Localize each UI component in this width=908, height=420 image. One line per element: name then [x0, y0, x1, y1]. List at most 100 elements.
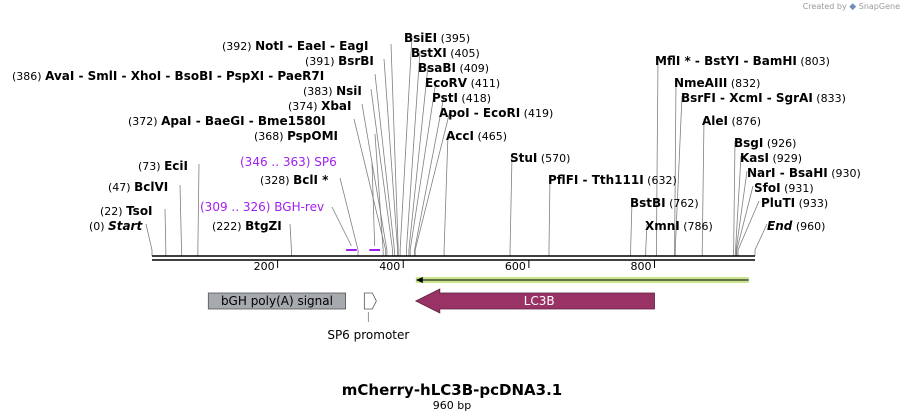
site-enzyme-name: AccI — [446, 129, 474, 143]
site-leader-line — [145, 223, 153, 256]
site-enzyme-name: XbaI — [321, 99, 351, 113]
sp6-promoter-label: SP6 promoter — [327, 328, 409, 342]
primers: (309 .. 326) BGH-rev (346 .. 363) SP6 — [200, 155, 381, 251]
site-position: (929) — [769, 152, 802, 165]
site-labels: (0) Start(22) TsoI(47) BclVI(73) EciI(22… — [12, 31, 861, 233]
site-leader-line — [735, 170, 748, 256]
site-enzyme-name: BsrFI - XcmI - SgrAI — [681, 91, 813, 105]
site-position: (372) — [128, 115, 161, 128]
site-position: (803) — [797, 55, 830, 68]
site-leader-line — [409, 80, 437, 256]
site-enzyme-name: AvaI - SmlI - XhoI - BsoBI - PspXI - Pae… — [45, 69, 324, 83]
site-enzyme-name: MflI * - BstYI - BamHI — [655, 54, 797, 68]
site-enzyme-name: ApaI - BaeGI - Bme1580I — [161, 114, 325, 128]
site-position: (570) — [537, 152, 570, 165]
site-position: (419) — [520, 107, 553, 120]
site-label: NmeAIII (832) — [674, 76, 760, 90]
ruler-tick-label: 200 — [254, 260, 275, 273]
site-leader-line — [674, 80, 677, 256]
site-label: MflI * - BstYI - BamHI (803) — [655, 54, 830, 68]
site-position: (328) — [260, 174, 293, 187]
site-label: AccI (465) — [446, 129, 507, 143]
site-leader-line — [164, 208, 167, 256]
primer-range: (346 .. 363) — [240, 155, 314, 169]
site-leader-line — [733, 140, 736, 256]
orf-arrowhead — [415, 277, 423, 283]
site-enzyme-name: PspOMI — [287, 129, 338, 143]
site-enzyme-name: NsiI — [336, 84, 362, 98]
site-enzyme-name: AleI — [702, 114, 728, 128]
site-leader-line — [405, 50, 421, 256]
map-title: mCherry-hLC3B-pcDNA3.1 — [342, 381, 562, 399]
site-leader-line — [361, 103, 388, 256]
site-enzyme-name: BclI * — [293, 173, 329, 187]
site-enzyme-name: BstXI — [411, 46, 447, 60]
site-label: BstXI (405) — [411, 46, 480, 60]
site-label: AleI (876) — [702, 114, 761, 128]
site-label: PstI (418) — [432, 91, 491, 105]
site-leader-line — [339, 177, 359, 256]
site-label: PluTI (933) — [761, 196, 828, 210]
site-label: (372) ApaI - BaeGI - Bme1580I — [128, 114, 326, 128]
site-leader-lines — [145, 35, 768, 256]
site-label: (22) TsoI — [100, 204, 153, 218]
site-enzyme-name: NarI - BsaHI — [747, 166, 828, 180]
site-enzyme-name: BsgI — [734, 136, 763, 150]
site-label: (0) Start — [89, 219, 143, 233]
site-position: (374) — [288, 100, 321, 113]
site-label: End (960) — [767, 219, 825, 233]
site-position: (386) — [12, 70, 45, 83]
site-label: StuI (570) — [510, 151, 570, 165]
primer-label: (309 .. 326) BGH-rev — [200, 200, 324, 214]
site-position: (47) — [108, 181, 134, 194]
site-enzyme-name: PflFI - Tth111I — [548, 173, 644, 187]
site-label: BstBI (762) — [630, 196, 699, 210]
site-enzyme-name: BsiEI — [404, 31, 437, 45]
primer-name: SP6 — [314, 155, 337, 169]
site-position: (368) — [254, 130, 287, 143]
site-leader-line — [548, 177, 551, 256]
site-enzyme-name: NotI - EaeI - EagI — [255, 39, 368, 53]
site-label: BsaBI (409) — [418, 61, 489, 75]
site-position: (392) — [222, 40, 255, 53]
primer-range: (309 .. 326) — [200, 200, 274, 214]
site-leader-line — [737, 200, 760, 256]
site-position: (876) — [728, 115, 761, 128]
site-leader-line — [645, 223, 648, 256]
snapgene-credit: Created by ◆ SnapGene — [803, 2, 900, 12]
site-enzyme-name: ApoI - EcoRI — [439, 106, 520, 120]
site-label: PflFI - Tth111I (632) — [548, 173, 677, 187]
site-enzyme-name: End — [767, 219, 793, 233]
site-enzyme-name: BstBI — [630, 196, 666, 210]
bgh-polya-label: bGH poly(A) signal — [221, 294, 333, 308]
site-position: (22) — [100, 205, 126, 218]
site-position: (960) — [792, 220, 825, 233]
site-label: BsiEI (395) — [404, 31, 470, 45]
site-leader-line — [736, 185, 754, 256]
site-leader-line — [399, 35, 413, 256]
primer-leader-line — [331, 206, 352, 247]
site-leader-line — [179, 184, 182, 256]
site-enzyme-name: NmeAIII — [674, 76, 727, 90]
site-position: (405) — [447, 47, 480, 60]
site-leader-line — [674, 95, 683, 256]
bgh-polya-feature — [207, 292, 347, 310]
site-leader-line — [701, 118, 705, 256]
site-leader-line — [655, 58, 659, 256]
site-position: (762) — [666, 197, 699, 210]
primer-leader-line — [371, 161, 376, 247]
site-leader-line — [374, 73, 395, 256]
site-position: (786) — [680, 220, 713, 233]
site-enzyme-name: BsrBI — [338, 54, 374, 68]
ruler-tick-label: 400 — [379, 260, 400, 273]
site-leader-line — [383, 58, 398, 256]
site-label: EcoRV (411) — [425, 76, 500, 90]
sp6-promoter-feature — [363, 292, 377, 310]
site-position: (73) — [138, 160, 164, 173]
site-enzyme-name: EciI — [164, 159, 188, 173]
site-label: ApoI - EcoRI (419) — [439, 106, 553, 120]
site-position: (418) — [458, 92, 491, 105]
site-label: (368) PspOMI — [254, 129, 338, 143]
